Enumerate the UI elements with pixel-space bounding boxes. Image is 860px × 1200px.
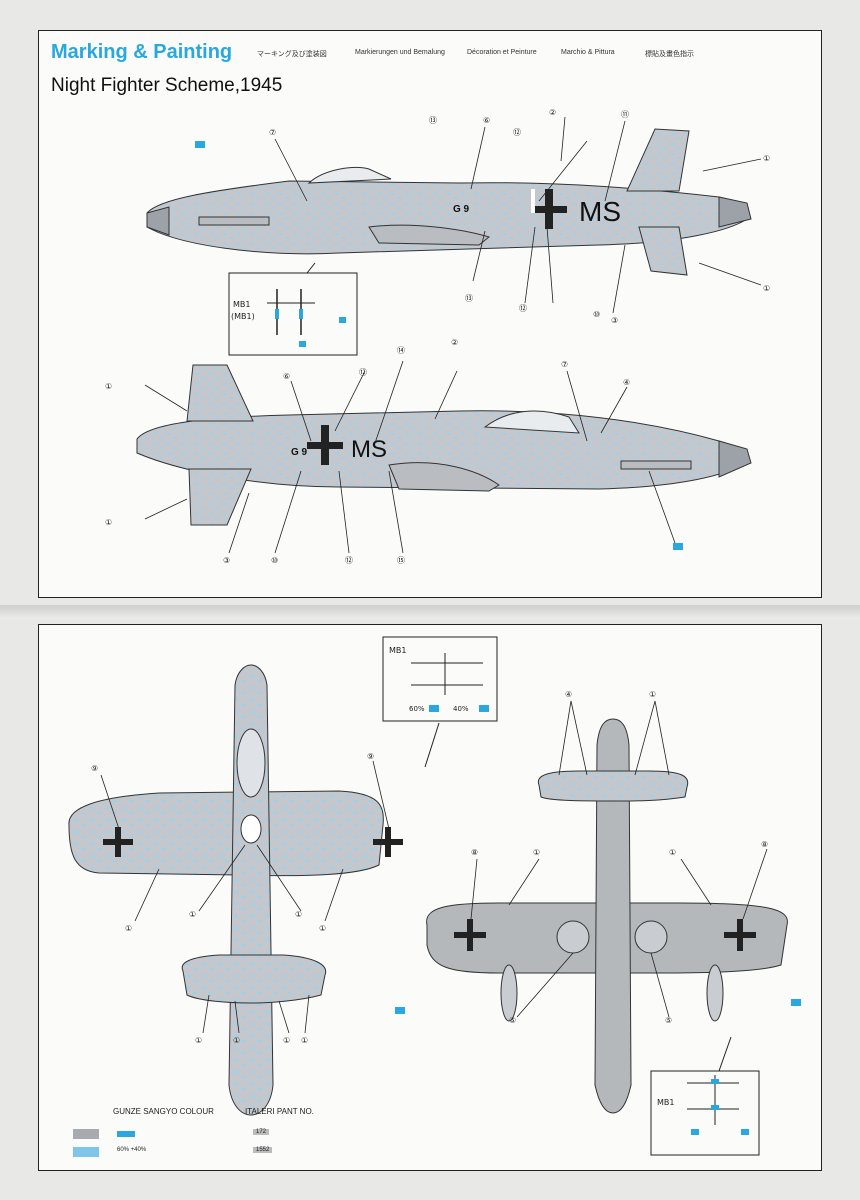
callout-1g: ① (295, 910, 302, 919)
callout-6b: ⑥ (283, 372, 290, 381)
left-side-profile (136, 364, 752, 526)
legend-italeri-code-2: 1552 (253, 1147, 273, 1153)
mb1-label-lower: MB1 (389, 646, 406, 655)
balkenkreuz-lower (307, 425, 343, 465)
callout-3: ③ (611, 316, 618, 325)
ms-code-lower: MS (351, 436, 387, 463)
balkenkreuz-upper (531, 189, 567, 229)
legend-swatch-gray (73, 1129, 99, 1139)
callout-12d: ⑫ (345, 556, 353, 565)
plan-views: MB1 60% 40% (68, 636, 801, 1156)
antenna-inset-upper (228, 262, 358, 356)
callout-1d: ① (105, 518, 112, 527)
ms-code-upper: MS (579, 196, 621, 227)
callout-12: ⑫ (513, 128, 521, 137)
callout-1c: ① (105, 382, 112, 391)
callout-3b: ③ (223, 556, 230, 565)
callout-6: ⑥ (483, 116, 490, 125)
paint-tag-2 (673, 543, 683, 550)
callout-1f: ① (189, 910, 196, 919)
callout-5: ⑤ (509, 1016, 516, 1025)
mb1-alt-label: (MB1) (231, 312, 255, 321)
callout-10b: ⑩ (271, 556, 278, 565)
callout-1m: ① (649, 690, 656, 699)
callout-8: ⑧ (471, 848, 478, 857)
page-title: Marking & Painting (51, 41, 233, 63)
callout-12b: ⑫ (519, 304, 527, 313)
mix-60-percent: 60% (409, 705, 425, 713)
callout-14: ⑭ (397, 346, 405, 355)
page-fold (0, 605, 860, 619)
callout-1n: ① (533, 848, 540, 857)
title-chinese: 標貼及畫色指示 (645, 51, 694, 58)
legend-mix: 60% +40% (117, 1147, 147, 1153)
callout-11: ⑪ (621, 110, 629, 119)
paint-tag-4 (791, 999, 801, 1006)
mb1-label-bottom-right: MB1 (657, 1098, 674, 1107)
bottom-view-cross-left (454, 919, 486, 951)
callout-12c: ⑫ (359, 368, 367, 377)
callout-1k: ① (283, 1036, 290, 1045)
top-view-cross-right (373, 827, 403, 857)
top-view-cross-left (103, 827, 133, 857)
callout-7: ⑦ (269, 128, 276, 137)
legend-italeri-code-1: 172 (253, 1129, 270, 1135)
legend-swatch-light-blue (73, 1147, 99, 1157)
callout-15: ⑮ (397, 556, 405, 565)
callout-8b: ⑧ (761, 840, 768, 849)
callout-1: ① (763, 154, 770, 163)
paint-tag-1 (195, 141, 205, 148)
antenna-inset-lower (382, 636, 498, 768)
callout-4b: ④ (565, 690, 572, 699)
callout-2b: ② (451, 338, 458, 347)
callout-1e: ① (125, 924, 132, 933)
paint-tag-3 (395, 1007, 405, 1014)
leader-lines-bottom (100, 700, 768, 1034)
callout-2: ② (549, 108, 556, 117)
callout-9b: ⑨ (367, 752, 374, 761)
callout-10: ⑩ (593, 310, 600, 319)
antenna-inset-bottom-right (650, 1036, 760, 1156)
callout-7b: ⑦ (561, 360, 568, 369)
right-side-profile (146, 128, 752, 276)
title-french: Décoration et Peinture (467, 49, 537, 56)
legend-italeri-heading: ITALERI PANT NO. (245, 1107, 314, 1116)
callout-1o: ① (669, 848, 676, 857)
g9-code-upper: G 9 (453, 204, 470, 215)
callout-1j: ① (233, 1036, 240, 1045)
top-bottom-view-panel: MB1 60% 40% (38, 624, 822, 1171)
mb1-label-upper: MB1 (233, 300, 250, 309)
callout-9: ⑨ (91, 764, 98, 773)
callout-1h: ① (319, 924, 326, 933)
leader-lines-top (144, 116, 762, 554)
callout-13b: ⑬ (465, 294, 473, 303)
mix-40-percent: 40% (453, 705, 469, 713)
callout-13: ⑬ (429, 116, 437, 125)
callout-5b: ⑤ (665, 1016, 672, 1025)
top-view (68, 664, 403, 1116)
title-german: Markierungen und Bemalung (355, 49, 445, 56)
title-japanese: マーキング及び塗装図 (257, 51, 327, 58)
side-view-panel: Marking & Painting マーキング及び塗装図 Markierung… (38, 30, 822, 598)
side-profiles: MS G 9 MB1 (MB1) (105, 108, 770, 565)
bottom-view-cross-right (724, 919, 756, 951)
bottom-view (426, 718, 788, 1114)
g9-code-lower: G 9 (291, 447, 308, 458)
legend-gunze-heading: GUNZE SANGYO COLOUR (113, 1107, 214, 1116)
title-italian: Marchio & Pittura (561, 49, 615, 56)
callout-1i: ① (195, 1036, 202, 1045)
scheme-title: Night Fighter Scheme,1945 (51, 75, 283, 96)
callout-1l: ① (301, 1036, 308, 1045)
callout-4: ④ (623, 378, 630, 387)
callout-1b: ① (763, 284, 770, 293)
legend-gunze-tag-1 (117, 1131, 135, 1137)
